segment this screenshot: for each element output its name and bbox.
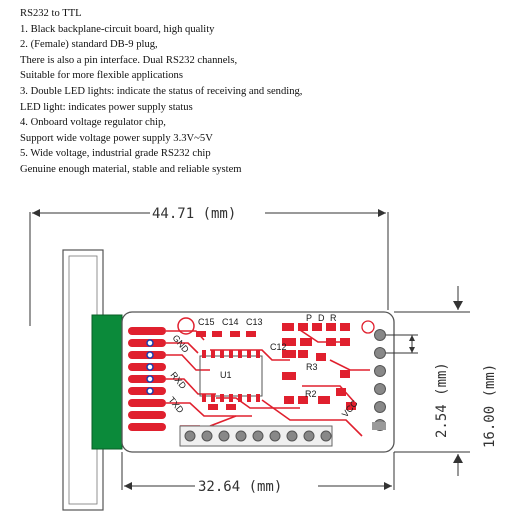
mounting-hole-left: [177, 317, 195, 335]
smd-components-bottom: [208, 370, 356, 410]
dim-pin-pitch: 2.54 (mm): [386, 334, 450, 438]
db9-connector: [62, 249, 123, 511]
label-c12: C12: [270, 342, 287, 352]
dim-top-arrow-right: [378, 209, 386, 217]
mounting-hole-right: [361, 320, 375, 334]
label-r3: R3: [306, 362, 318, 372]
db9-solder-pads: [128, 327, 166, 431]
label-p: P: [306, 313, 312, 323]
spec-text-block: RS232 to TTL 1. Black backplane-circuit …: [20, 6, 500, 178]
spec-line-9: 5. Wide voltage, industrial grade RS232 …: [20, 148, 211, 160]
spec-line-4: Suitable for more flexible applications: [20, 70, 183, 82]
label-d: D: [318, 313, 325, 323]
dim-top-width-label: 44.71 (mm): [152, 206, 236, 222]
dim-height: 16.00 (mm): [394, 286, 498, 476]
spec-line-6: LED light: indicates power supply status: [20, 101, 193, 113]
label-u1: U1: [220, 370, 232, 380]
spec-line-7: 4. Onboard voltage regulator chip,: [20, 117, 166, 129]
spec-line-8: Support wide voltage power supply 3.3V~5…: [20, 132, 213, 144]
dim-pin-pitch-label: 2.54 (mm): [434, 362, 450, 438]
label-c13: C13: [246, 317, 263, 327]
right-header-pins: [372, 329, 386, 431]
spec-line-2: 2. (Female) standard DB-9 plug,: [20, 39, 158, 51]
dim-bottom-width-label: 32.64 (mm): [198, 479, 282, 495]
label-r2: R2: [305, 389, 317, 399]
smd-components-top: [196, 323, 350, 361]
chip-u1: [199, 350, 263, 402]
spec-title: RS232 to TTL: [20, 8, 82, 19]
label-r: R: [330, 313, 337, 323]
label-c15: C15: [198, 317, 215, 327]
db9-shell: [91, 314, 123, 450]
spec-line-1: 1. Black backplane-circuit board, high q…: [20, 23, 215, 35]
dim-top-width: 44.71 (mm): [29, 206, 389, 326]
bottom-header-pins: [179, 425, 333, 447]
spec-line-5: 3. Double LED lights: indicate the statu…: [20, 85, 303, 97]
dim-bottom-width: 32.64 (mm): [121, 452, 395, 495]
pcb-outline: [121, 311, 395, 453]
spec-line-10: Genuine enough material, stable and reli…: [20, 163, 242, 175]
spec-line-3: There is also a pin interface. Dual RS23…: [20, 54, 238, 66]
label-c14: C14: [222, 317, 239, 327]
dim-height-label: 16.00 (mm): [482, 364, 498, 448]
pcb-dimension-diagram: 44.71 (mm): [29, 206, 498, 511]
pcb-board: C15 C14 C13 C12 P R D U1 R2 R3 GND RXD T…: [121, 311, 395, 453]
dim-top-arrow-left: [32, 209, 40, 217]
